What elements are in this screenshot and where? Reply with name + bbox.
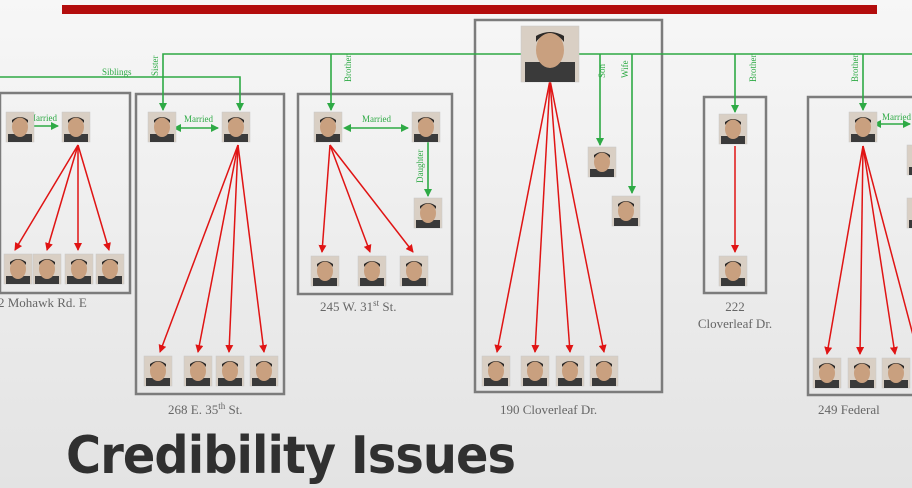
- person-photo: [147, 111, 177, 143]
- person-photo: [221, 111, 251, 143]
- brother-label: Brother: [850, 55, 860, 83]
- title-accent-bar: [62, 5, 877, 14]
- sister-label: Sister: [150, 55, 160, 76]
- person-photo: [310, 255, 340, 287]
- person-photos: [3, 25, 912, 389]
- person-photo: [399, 255, 429, 287]
- wife-label: Wife: [620, 60, 630, 78]
- person-photo: [520, 355, 550, 387]
- address-e35: 268 E. 35th St.: [168, 401, 243, 417]
- married-label: Married: [882, 112, 911, 122]
- person-photo: [64, 253, 94, 285]
- person-photo: [718, 255, 748, 287]
- person-photo: [718, 113, 748, 145]
- person-photo: [357, 255, 387, 287]
- son-label: Son: [597, 63, 607, 78]
- person-photo: [249, 355, 279, 387]
- person-photo: [411, 111, 441, 143]
- residence-box-cloverleaf190: [473, 18, 664, 394]
- person-photo: [413, 197, 443, 229]
- siblings-label: Siblings: [102, 67, 132, 77]
- address-federal: 249 Federal: [818, 402, 880, 417]
- person-photo: [61, 111, 91, 143]
- residence-box-mohawk: [0, 91, 132, 295]
- address-cloverleaf222-line2: Cloverleaf Dr.: [698, 316, 772, 331]
- person-photo: [587, 146, 617, 178]
- person-photo: [215, 355, 245, 387]
- person-photo: [906, 144, 912, 176]
- person-photo: [183, 355, 213, 387]
- person-photo: [3, 253, 33, 285]
- person-photo: [589, 355, 619, 387]
- address-mohawk: 2 Mohawk Rd. E: [0, 295, 87, 310]
- address-cloverleaf190: 190 Cloverleaf Dr.: [500, 402, 597, 417]
- person-photo: [812, 357, 842, 389]
- brother-label: Brother: [748, 55, 758, 83]
- daughter-label: Daughter: [415, 150, 425, 184]
- address-w31: 245 W. 31st St.: [320, 298, 396, 314]
- person-photo: [847, 357, 877, 389]
- person-photo: [32, 253, 62, 285]
- central-person-photo: [520, 25, 580, 83]
- person-photo: [95, 253, 125, 285]
- married-label: Married: [28, 113, 57, 123]
- person-photo: [555, 355, 585, 387]
- person-photo: [143, 355, 173, 387]
- married-label: Married: [184, 114, 213, 124]
- person-photo: [5, 111, 35, 143]
- address-cloverleaf222-line1: 222: [725, 299, 745, 314]
- slide-title: Credibility Issues: [66, 426, 516, 486]
- person-photo: [313, 111, 343, 143]
- married-label: Married: [362, 114, 391, 124]
- person-photo: [881, 357, 911, 389]
- person-photo: [611, 195, 641, 227]
- person-photo: [906, 197, 912, 229]
- family-links: [0, 53, 912, 197]
- residence-box-e35: [134, 92, 286, 396]
- residence-box-w31: [296, 92, 454, 296]
- person-photo: [481, 355, 511, 387]
- brother-label: Brother: [343, 55, 353, 83]
- residence-box-federal: [806, 95, 912, 397]
- residence-links: [14, 79, 912, 355]
- person-photo: [848, 111, 878, 143]
